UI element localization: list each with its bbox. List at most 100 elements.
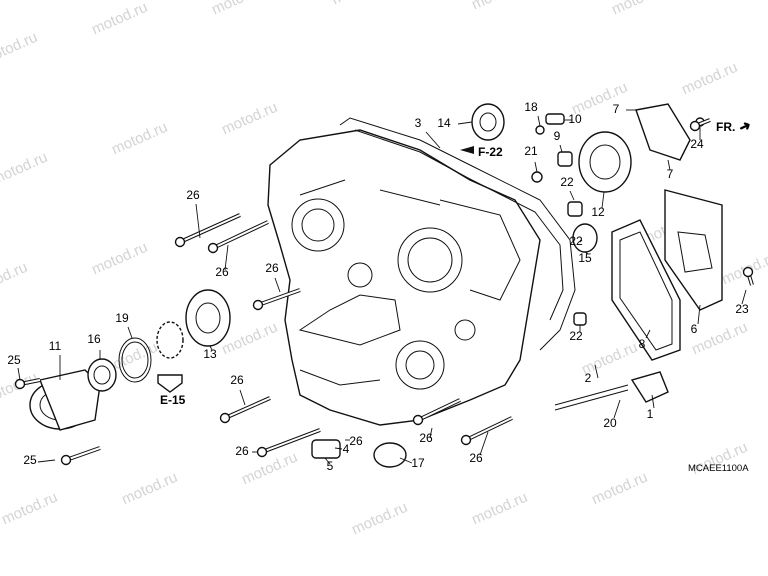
- callout-number: 26: [215, 265, 229, 279]
- diagram-code: MCAEE1100A: [688, 463, 749, 474]
- leader-line: [334, 447, 343, 450]
- bolt-head: [742, 266, 754, 278]
- bolt-head: [412, 414, 424, 426]
- leader-line: [127, 326, 133, 339]
- callout-number: 3: [415, 116, 422, 130]
- leader-line: [579, 239, 583, 243]
- callout-number: 21: [524, 144, 538, 158]
- callout-number: 16: [87, 332, 101, 346]
- leader-line: [667, 159, 671, 171]
- drive-housing-11: [29, 358, 117, 431]
- bolt-shaft-highlight: [261, 429, 321, 453]
- bolt-shaft-highlight: [212, 221, 269, 249]
- callout-number: 23: [735, 302, 749, 316]
- ref-f22-arrow-icon: [460, 146, 474, 154]
- callout-number: 26: [230, 373, 244, 387]
- bolt-head: [689, 120, 701, 132]
- leader-line: [457, 121, 473, 125]
- leader-line: [613, 399, 621, 419]
- crankcase-body: [267, 117, 576, 426]
- bolt-shaft-highlight: [417, 399, 461, 421]
- front-indicator: FR. ➜: [716, 116, 753, 135]
- callout-number: 15: [578, 251, 592, 265]
- callout-number: 26: [235, 444, 249, 458]
- callout-number: 7: [613, 102, 620, 116]
- leader-line: [425, 131, 441, 149]
- leader-line: [239, 389, 246, 406]
- leader-line: [537, 115, 541, 127]
- leader-line: [37, 459, 56, 463]
- bolt-head: [460, 434, 472, 446]
- left-side-parts: [118, 289, 231, 393]
- top-parts: [471, 103, 632, 326]
- bolt-group: [14, 118, 754, 466]
- callout-number: 2: [585, 371, 592, 385]
- bolt-head: [14, 378, 26, 390]
- leader-line: [584, 251, 589, 255]
- callout-number: 26: [419, 431, 433, 445]
- leader-line: [741, 289, 747, 305]
- callout-number: 4: [343, 442, 350, 456]
- callout-number: 1: [647, 407, 654, 421]
- leader-line: [534, 161, 538, 173]
- callout-number: 20: [603, 416, 617, 430]
- sensor-parts: [311, 371, 669, 468]
- leader-line: [559, 144, 563, 153]
- leader-line: [209, 345, 213, 351]
- callout-number: 26: [265, 261, 279, 275]
- callout-number: 25: [7, 353, 21, 367]
- bolt-head: [207, 242, 219, 254]
- ref-f22-label[interactable]: F-22: [478, 145, 503, 159]
- callout-number: 17: [411, 456, 425, 470]
- callout-number: 5: [327, 459, 334, 473]
- leader-line: [274, 277, 281, 293]
- right-covers: [611, 103, 753, 361]
- callout-number: 13: [203, 347, 217, 361]
- callout-number: 14: [437, 116, 451, 130]
- callout-labels: 1234567789101112131415161718192021222222…: [7, 100, 749, 473]
- callout-number: 8: [639, 337, 646, 351]
- leader-line: [324, 457, 331, 465]
- bolt-shaft-highlight: [465, 417, 513, 441]
- bolt-shaft-highlight: [65, 447, 101, 461]
- callout-number: 10: [568, 112, 582, 126]
- callout-number: 22: [569, 234, 583, 248]
- leader-line: [399, 457, 413, 464]
- bolt-head: [256, 446, 268, 458]
- leader-line: [601, 191, 605, 209]
- callout-number: 18: [524, 100, 538, 114]
- leader-lines: [17, 109, 747, 465]
- bolt-head: [219, 412, 231, 424]
- leader-line: [479, 431, 489, 456]
- bolt-shaft-highlight: [257, 289, 301, 306]
- bolt-head: [174, 236, 186, 248]
- ref-e15-label[interactable]: E-15: [160, 393, 186, 407]
- bolt-shaft-highlight: [179, 214, 241, 243]
- callout-number: 19: [115, 311, 129, 325]
- leader-line: [594, 364, 599, 379]
- leader-line: [429, 427, 433, 439]
- leader-line: [195, 203, 201, 239]
- callout-number: 9: [554, 129, 561, 143]
- leader-line: [224, 244, 229, 271]
- callout-number: 7: [667, 167, 674, 181]
- callout-number: 24: [690, 137, 704, 151]
- leader-line: [697, 304, 701, 325]
- leader-line: [17, 367, 21, 381]
- leader-line: [645, 329, 651, 339]
- callout-number: 12: [591, 205, 605, 219]
- callout-number: 25: [23, 453, 37, 467]
- callout-number: 6: [691, 322, 698, 336]
- leader-line: [651, 394, 655, 409]
- callout-number: 22: [560, 175, 574, 189]
- callout-number: 26: [469, 451, 483, 465]
- bolt-shaft-highlight: [224, 397, 271, 419]
- callout-number: 22: [569, 329, 583, 343]
- leader-line: [569, 190, 575, 201]
- bolt-head: [60, 454, 72, 466]
- callout-number: 26: [349, 434, 363, 448]
- callout-number: 11: [49, 339, 62, 353]
- callout-number: 26: [186, 188, 200, 202]
